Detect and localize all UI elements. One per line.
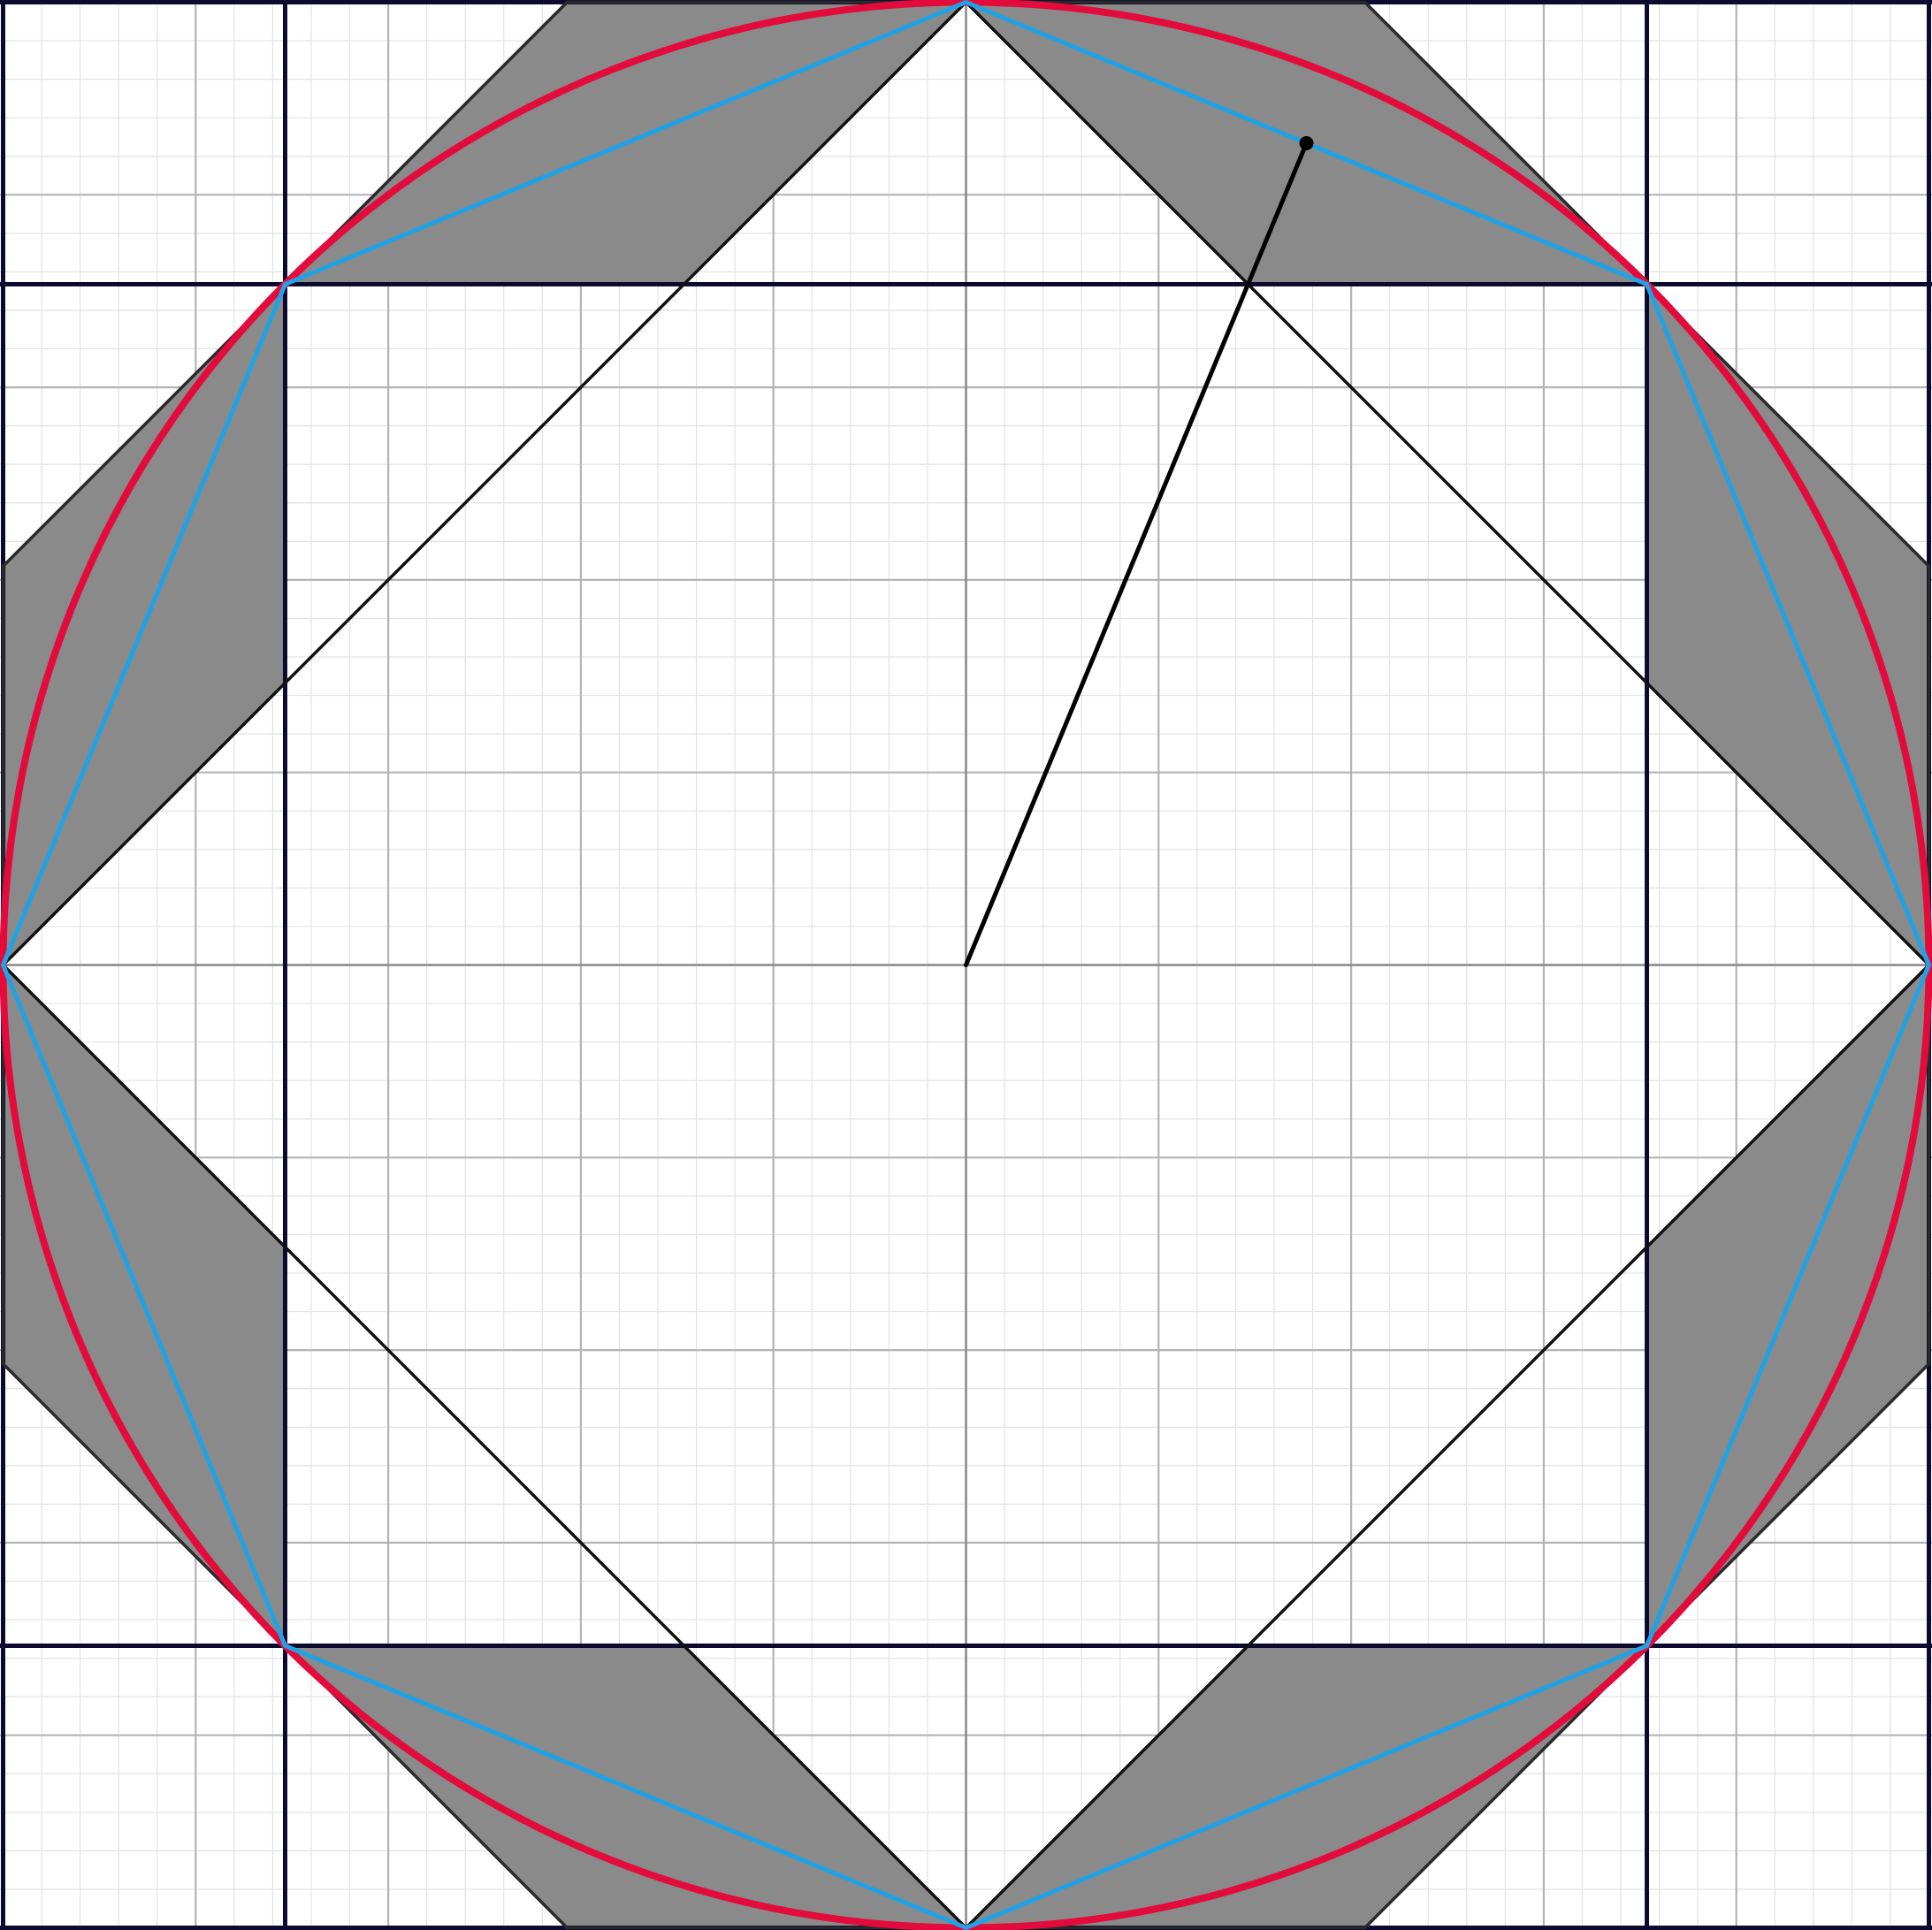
shaded-region bbox=[285, 1645, 1647, 1928]
apothem-line bbox=[964, 141, 1310, 967]
shaded-region bbox=[3, 284, 286, 1646]
shaded-region bbox=[1646, 284, 1929, 1646]
shaded-region bbox=[285, 2, 1647, 285]
apothem-endpoint bbox=[1299, 135, 1314, 150]
